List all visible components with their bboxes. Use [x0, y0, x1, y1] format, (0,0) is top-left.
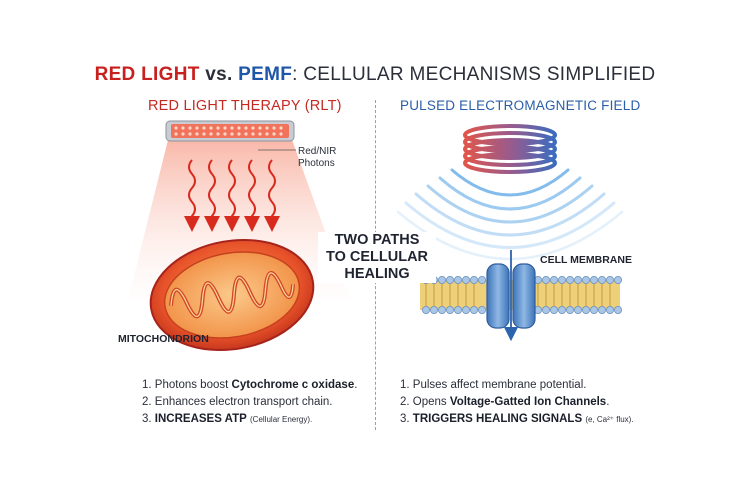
title-rest: : CELLULAR MECHANISMS SIMPLIFIED: [292, 64, 656, 85]
title-vs: vs.: [199, 64, 239, 85]
title-pemf: PEMF: [238, 64, 293, 85]
cell-membrane-label: CELL MEMBRANE: [540, 254, 632, 266]
photon-arrow-5: [264, 159, 280, 232]
center-label-line-2: TO CELLULAR: [325, 249, 429, 265]
pemf-heading: PULSED ELECTROMAGNETIC FIELD: [400, 98, 641, 113]
ion-channel-icon: [486, 250, 536, 342]
pemf-coil-icon: [463, 124, 557, 174]
pemf-steps-list: 1. Pulses affect membrane potential. 2. …: [400, 377, 634, 428]
rlt-step-2: 2. Enhances electron transport chain.: [142, 396, 333, 408]
photon-arrow-1: [184, 159, 200, 232]
center-label: TWO PATHS TO CELLULAR HEALING: [318, 232, 436, 283]
rlt-heading: RED LIGHT THERAPY (RLT): [148, 98, 342, 114]
photon-arrows: [184, 159, 280, 232]
title-red-light: RED LIGHT: [94, 64, 200, 85]
pemf-waves: [396, 168, 624, 261]
photon-arrow-3: [224, 159, 240, 232]
photon-arrow-2: [204, 159, 220, 232]
photon-arrow-4: [244, 159, 260, 232]
pemf-step-2: 2. Opens Voltage-Gatted Ion Channels.: [400, 396, 610, 408]
center-label-line-3: HEALING: [344, 266, 410, 282]
mitochondrion-label: MITOCHONDRION: [118, 333, 209, 345]
photon-label-line-2: Photons: [298, 158, 335, 169]
mitochondrion-icon: [149, 238, 315, 352]
page-title: RED LIGHT vs. PEMF: CELLULAR MECHANISMS …: [0, 64, 750, 86]
led-panel-icon: [165, 120, 295, 142]
center-label-line-1: TWO PATHS: [334, 232, 420, 248]
rlt-step-1: 1. Photons boost Cytochrome c oxidase.: [142, 379, 358, 391]
rlt-step-3: 3. INCREASES ATP (Cellular Energy).: [142, 413, 313, 425]
pemf-step-3: 3. TRIGGERS HEALING SIGNALS (e, Ca²⁺ flu…: [400, 413, 634, 425]
photon-label: Red/NIR Photons: [298, 146, 336, 170]
photon-label-line-1: Red/NIR: [298, 146, 337, 157]
rlt-steps-list: 1. Photons boost Cytochrome c oxidase. 2…: [142, 377, 357, 428]
pemf-step-1: 1. Pulses affect membrane potential.: [400, 379, 587, 391]
